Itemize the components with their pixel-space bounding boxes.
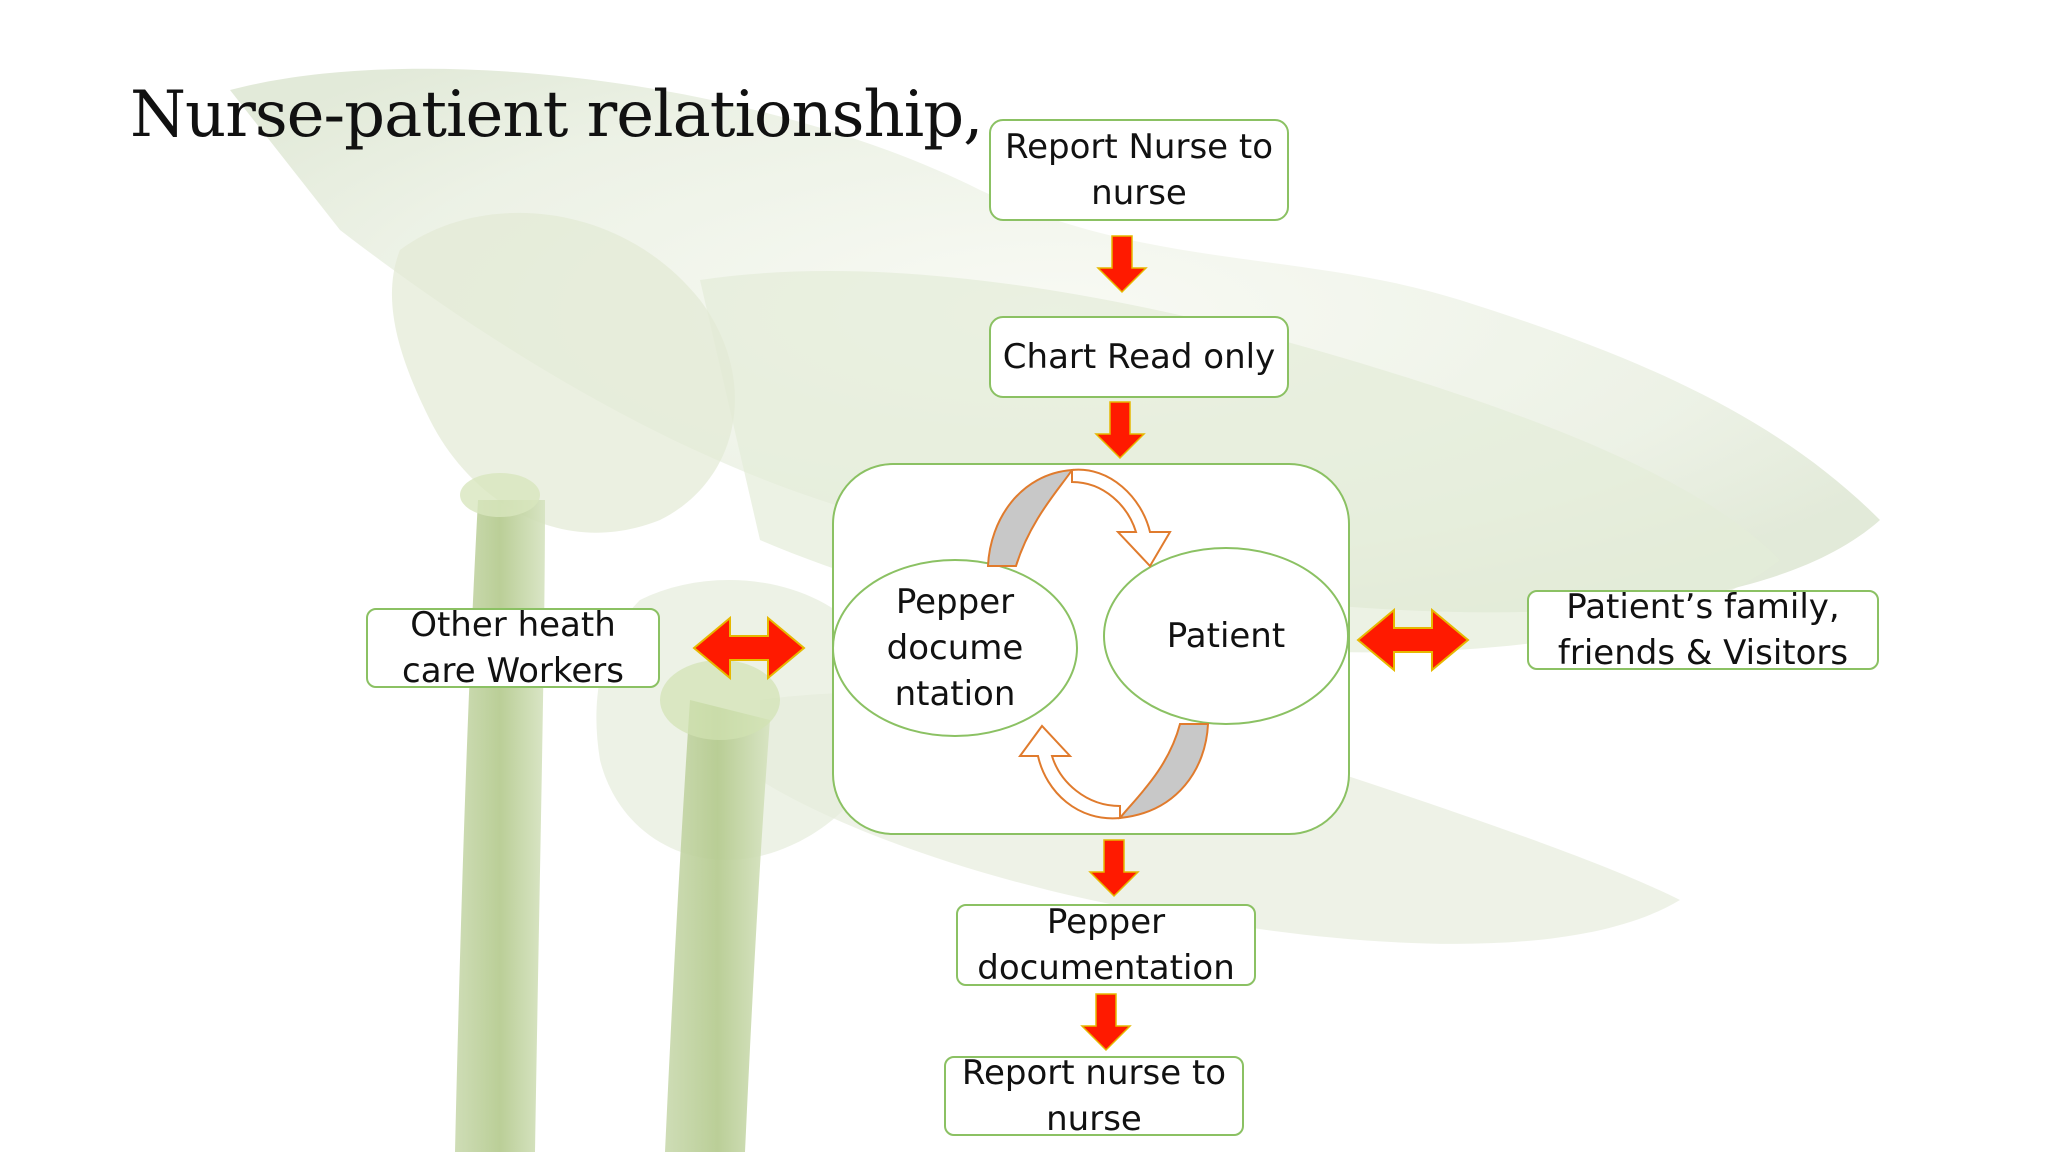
patient-circle: Patient [1114,588,1338,684]
chart-read-label: Chart Read only [1002,337,1276,377]
cycle-arrow-bottom-icon [1018,723,1210,820]
cycle-arrow-top-icon [986,468,1172,568]
family-box: Patient’s family, friends & Visitors [1527,587,1879,673]
family-line2: friends & Visitors [1557,633,1849,673]
double-arrow-left-icon [692,615,806,681]
other-workers-box: Other heath care Workers [366,605,660,691]
pepper-documentation-box: Pepper documentation [956,902,1256,988]
other-workers-line1: Other heath [410,605,616,645]
documentation-circle: Pepper docume ntation [843,570,1067,726]
down-arrow-icon [1080,993,1132,1052]
double-arrow-right-icon [1356,607,1470,673]
slide-title: Nurse-patient relationship, [130,78,983,152]
chart-read-box: Chart Read only [989,316,1289,398]
pepper-doc-line1: Pepper [1046,902,1166,942]
report-bottom-line2: nurse [1046,1099,1142,1139]
documentation-circle-line1: Pepper [895,582,1015,622]
down-arrow-icon [1088,839,1140,898]
other-workers-line2: care Workers [402,651,624,691]
documentation-circle-line2: docume [886,628,1024,668]
report-top-line1: Report Nurse to [1004,127,1274,167]
report-nurse-top-box: Report Nurse to nurse [989,119,1289,221]
family-line1: Patient’s family, [1566,587,1840,627]
down-arrow-icon [1096,235,1148,294]
patient-circle-shape [1103,547,1349,725]
report-nurse-bottom-box: Report nurse to nurse [944,1053,1244,1139]
pepper-doc-line2: documentation [977,948,1235,988]
report-bottom-line1: Report nurse to [961,1053,1227,1093]
report-top-line2: nurse [1091,173,1187,213]
patient-circle-label: Patient [1166,616,1286,656]
documentation-circle-shape [832,559,1078,737]
down-arrow-icon [1094,401,1146,460]
documentation-circle-line3: ntation [894,674,1016,714]
